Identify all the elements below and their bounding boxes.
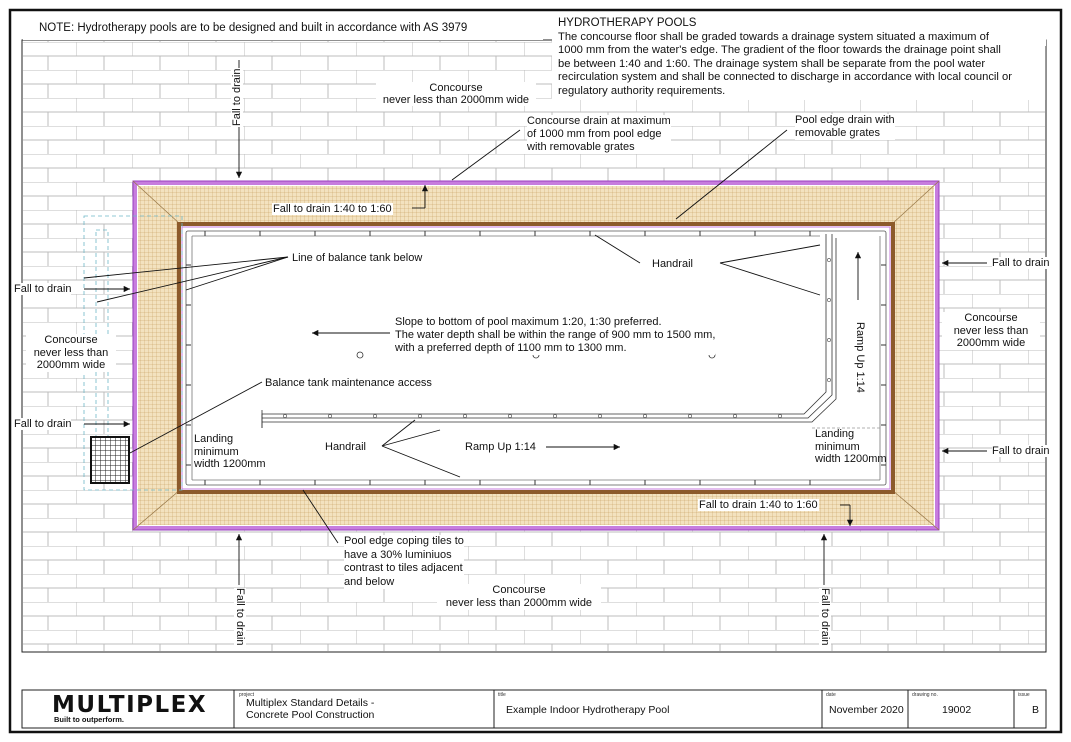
concourse-top-label: Concourse never less than 2000mm wide [376, 82, 536, 106]
concourse-line: Concourse [44, 334, 98, 346]
logo-tagline: Built to outperform. [54, 715, 124, 724]
spec-line: The concourse floor shall be graded towa… [558, 31, 989, 43]
concourse-line: 2000mm wide [36, 359, 106, 371]
handrail-top-label: Handrail [652, 258, 693, 270]
fall-to-drain-left-label: Fall to drain [14, 283, 72, 295]
concourse-drain-line: with removable grates [527, 141, 635, 153]
concourse-bottom-label: Concourse never less than 2000mm wide [437, 584, 601, 610]
landing-line: width 1200mm [815, 453, 887, 465]
landing-line: Landing [194, 433, 234, 445]
ramp-right-label: Ramp Up 1:14 [854, 322, 866, 393]
concourse-line: Concourse [964, 312, 1018, 324]
handrail-bottom-label: Handrail [325, 441, 366, 453]
slope-line: The water depth shall be within the rang… [395, 329, 716, 341]
concourse-line: never less than [953, 324, 1029, 337]
fall-to-drain-left-label: Fall to drain [14, 418, 72, 430]
concourse-line: never less than 2000mm wide [445, 597, 593, 609]
fall-to-drain-label: Fall to drain [231, 67, 243, 127]
landing-line: minimum [815, 440, 860, 453]
landing-left-label: Landing minimum width 1200mm [194, 433, 266, 471]
design-standard-note: NOTE: Hydrotherapy pools are to be desig… [39, 22, 468, 34]
landing-right-label: Landing minimum width 1200mm [815, 428, 887, 466]
balance-tank-outline [83, 215, 183, 491]
balance-tank-access-label: Balance tank maintenance access [265, 377, 432, 389]
spec-heading: HYDROTHERAPY POOLS [558, 17, 697, 29]
coping-line: contrast to tiles adjacent [344, 562, 463, 574]
concourse-line: never less than 2000mm wide [382, 94, 530, 106]
spec-line: 1000 mm from the water's edge. The gradi… [558, 44, 1001, 57]
concourse-right-label: Concourse never less than 2000mm wide [942, 312, 1040, 350]
ramp-bottom-label: Ramp Up 1:14 [465, 441, 536, 453]
multiplex-logo: MULTIPLEX [52, 692, 208, 718]
handrail-posts [283, 258, 831, 418]
date-caption: date [826, 692, 836, 698]
issue-letter: B [1032, 704, 1040, 716]
title-caption: title [498, 692, 506, 698]
fall-to-drain-right-label: Fall to drain [992, 445, 1050, 457]
fall-to-drain-right-label: Fall to drain [992, 257, 1050, 269]
spec-text: The concourse floor shall be graded towa… [558, 31, 1012, 98]
drawing-number: 19002 [942, 704, 972, 716]
title-block-lines [21, 689, 1047, 729]
pool-edge-drain-line: removable grates [795, 127, 880, 139]
project-line: Multiplex Standard Details - [246, 697, 375, 709]
concourse-drain-label: Concourse drain at maximum of 1000 mm fr… [527, 115, 671, 154]
slope-line: Slope to bottom of pool maximum 1:20, 1:… [395, 316, 662, 328]
balance-tank-access [90, 436, 130, 484]
pool-interior [185, 230, 887, 486]
project-name: Multiplex Standard Details - Concrete Po… [246, 697, 375, 721]
project-caption: project [239, 692, 255, 698]
project-line: Concrete Pool Construction [246, 708, 375, 721]
sheet-frame [8, 8, 1063, 734]
issue-caption: issue [1018, 692, 1030, 698]
fall-to-drain-bottom-label: Fall to drain [234, 588, 246, 646]
pool-edge-drain-label: Pool edge drain with removable grates [795, 114, 895, 140]
concourse-line: Concourse [429, 82, 483, 94]
coping-line: Pool edge coping tiles to [344, 535, 464, 547]
concourse-left-label: Concourse never less than 2000mm wide [26, 334, 116, 372]
concourse-drain-line: of 1000 mm from pool edge [527, 128, 662, 140]
concourse-line: 2000mm wide [956, 337, 1026, 349]
coping-line: and below [344, 575, 395, 588]
note-bg [23, 18, 543, 40]
concourse-drain-line: Concourse drain at maximum [527, 115, 671, 127]
pool-edge-drain-line: Pool edge drain with [795, 114, 895, 126]
slope-note: Slope to bottom of pool maximum 1:20, 1:… [395, 316, 716, 355]
landing-line: width 1200mm [194, 458, 266, 470]
balance-tank-line-label: Line of balance tank below [292, 252, 423, 264]
landing-line: Landing [815, 428, 855, 440]
spec-bg [552, 14, 1046, 100]
fall-gradient-bottom-label: Fall to drain 1:40 to 1:60 [698, 499, 819, 511]
spec-line: recirculation system and shall be connec… [558, 71, 1012, 84]
coping-note: Pool edge coping tiles to have a 30% lum… [344, 535, 464, 589]
concourse-line: Concourse [492, 584, 546, 596]
drawing-number-caption: drawing no. [912, 692, 938, 698]
coping-line: have a 30% luminiuos [344, 548, 452, 561]
fall-to-drain-bottom-label: Fall to drain [819, 588, 831, 646]
spec-line: be between 1:40 and 1:60. The drainage s… [558, 57, 986, 70]
drawing-date: November 2020 [829, 704, 904, 716]
landing-line: minimum [194, 445, 239, 458]
slope-line: with a preferred depth of 1100 mm to 130… [395, 342, 627, 354]
fall-gradient-top-label: Fall to drain 1:40 to 1:60 [272, 203, 393, 215]
drawing-title: Example Indoor Hydrotherapy Pool [506, 704, 670, 716]
spec-line: regulatory authority requirements. [558, 84, 726, 97]
concourse-line: never less than [33, 346, 109, 359]
